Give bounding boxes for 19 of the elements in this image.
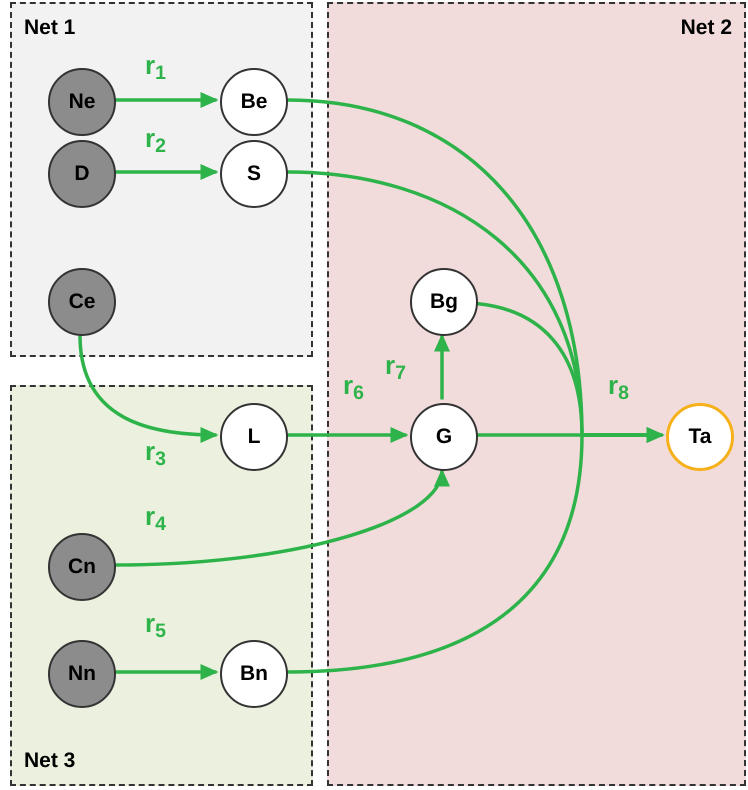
arrow	[78, 335, 218, 443]
edge-label: r$_{2}$	[145, 125, 166, 151]
arrow	[288, 427, 408, 443]
edge-label: r$_{7}$	[385, 352, 406, 378]
arrow	[287, 427, 664, 674]
arrow	[116, 164, 218, 180]
edge-label: r$_{1}$	[145, 52, 166, 78]
panel-title: Net 2	[680, 15, 732, 41]
panel-title: Net 1	[24, 15, 76, 41]
panel-title: Net 3	[24, 748, 76, 774]
edge-label: r$_{3}$	[145, 438, 166, 464]
arrow	[434, 334, 450, 400]
edge-label: r$_{8}$	[608, 372, 629, 398]
arrow	[116, 92, 218, 108]
edge-label: r$_{6}$	[343, 372, 364, 398]
group-panel	[327, 2, 746, 786]
arrow	[116, 664, 218, 680]
edge-label: r$_{5}$	[145, 610, 166, 636]
group-panel	[10, 2, 313, 357]
